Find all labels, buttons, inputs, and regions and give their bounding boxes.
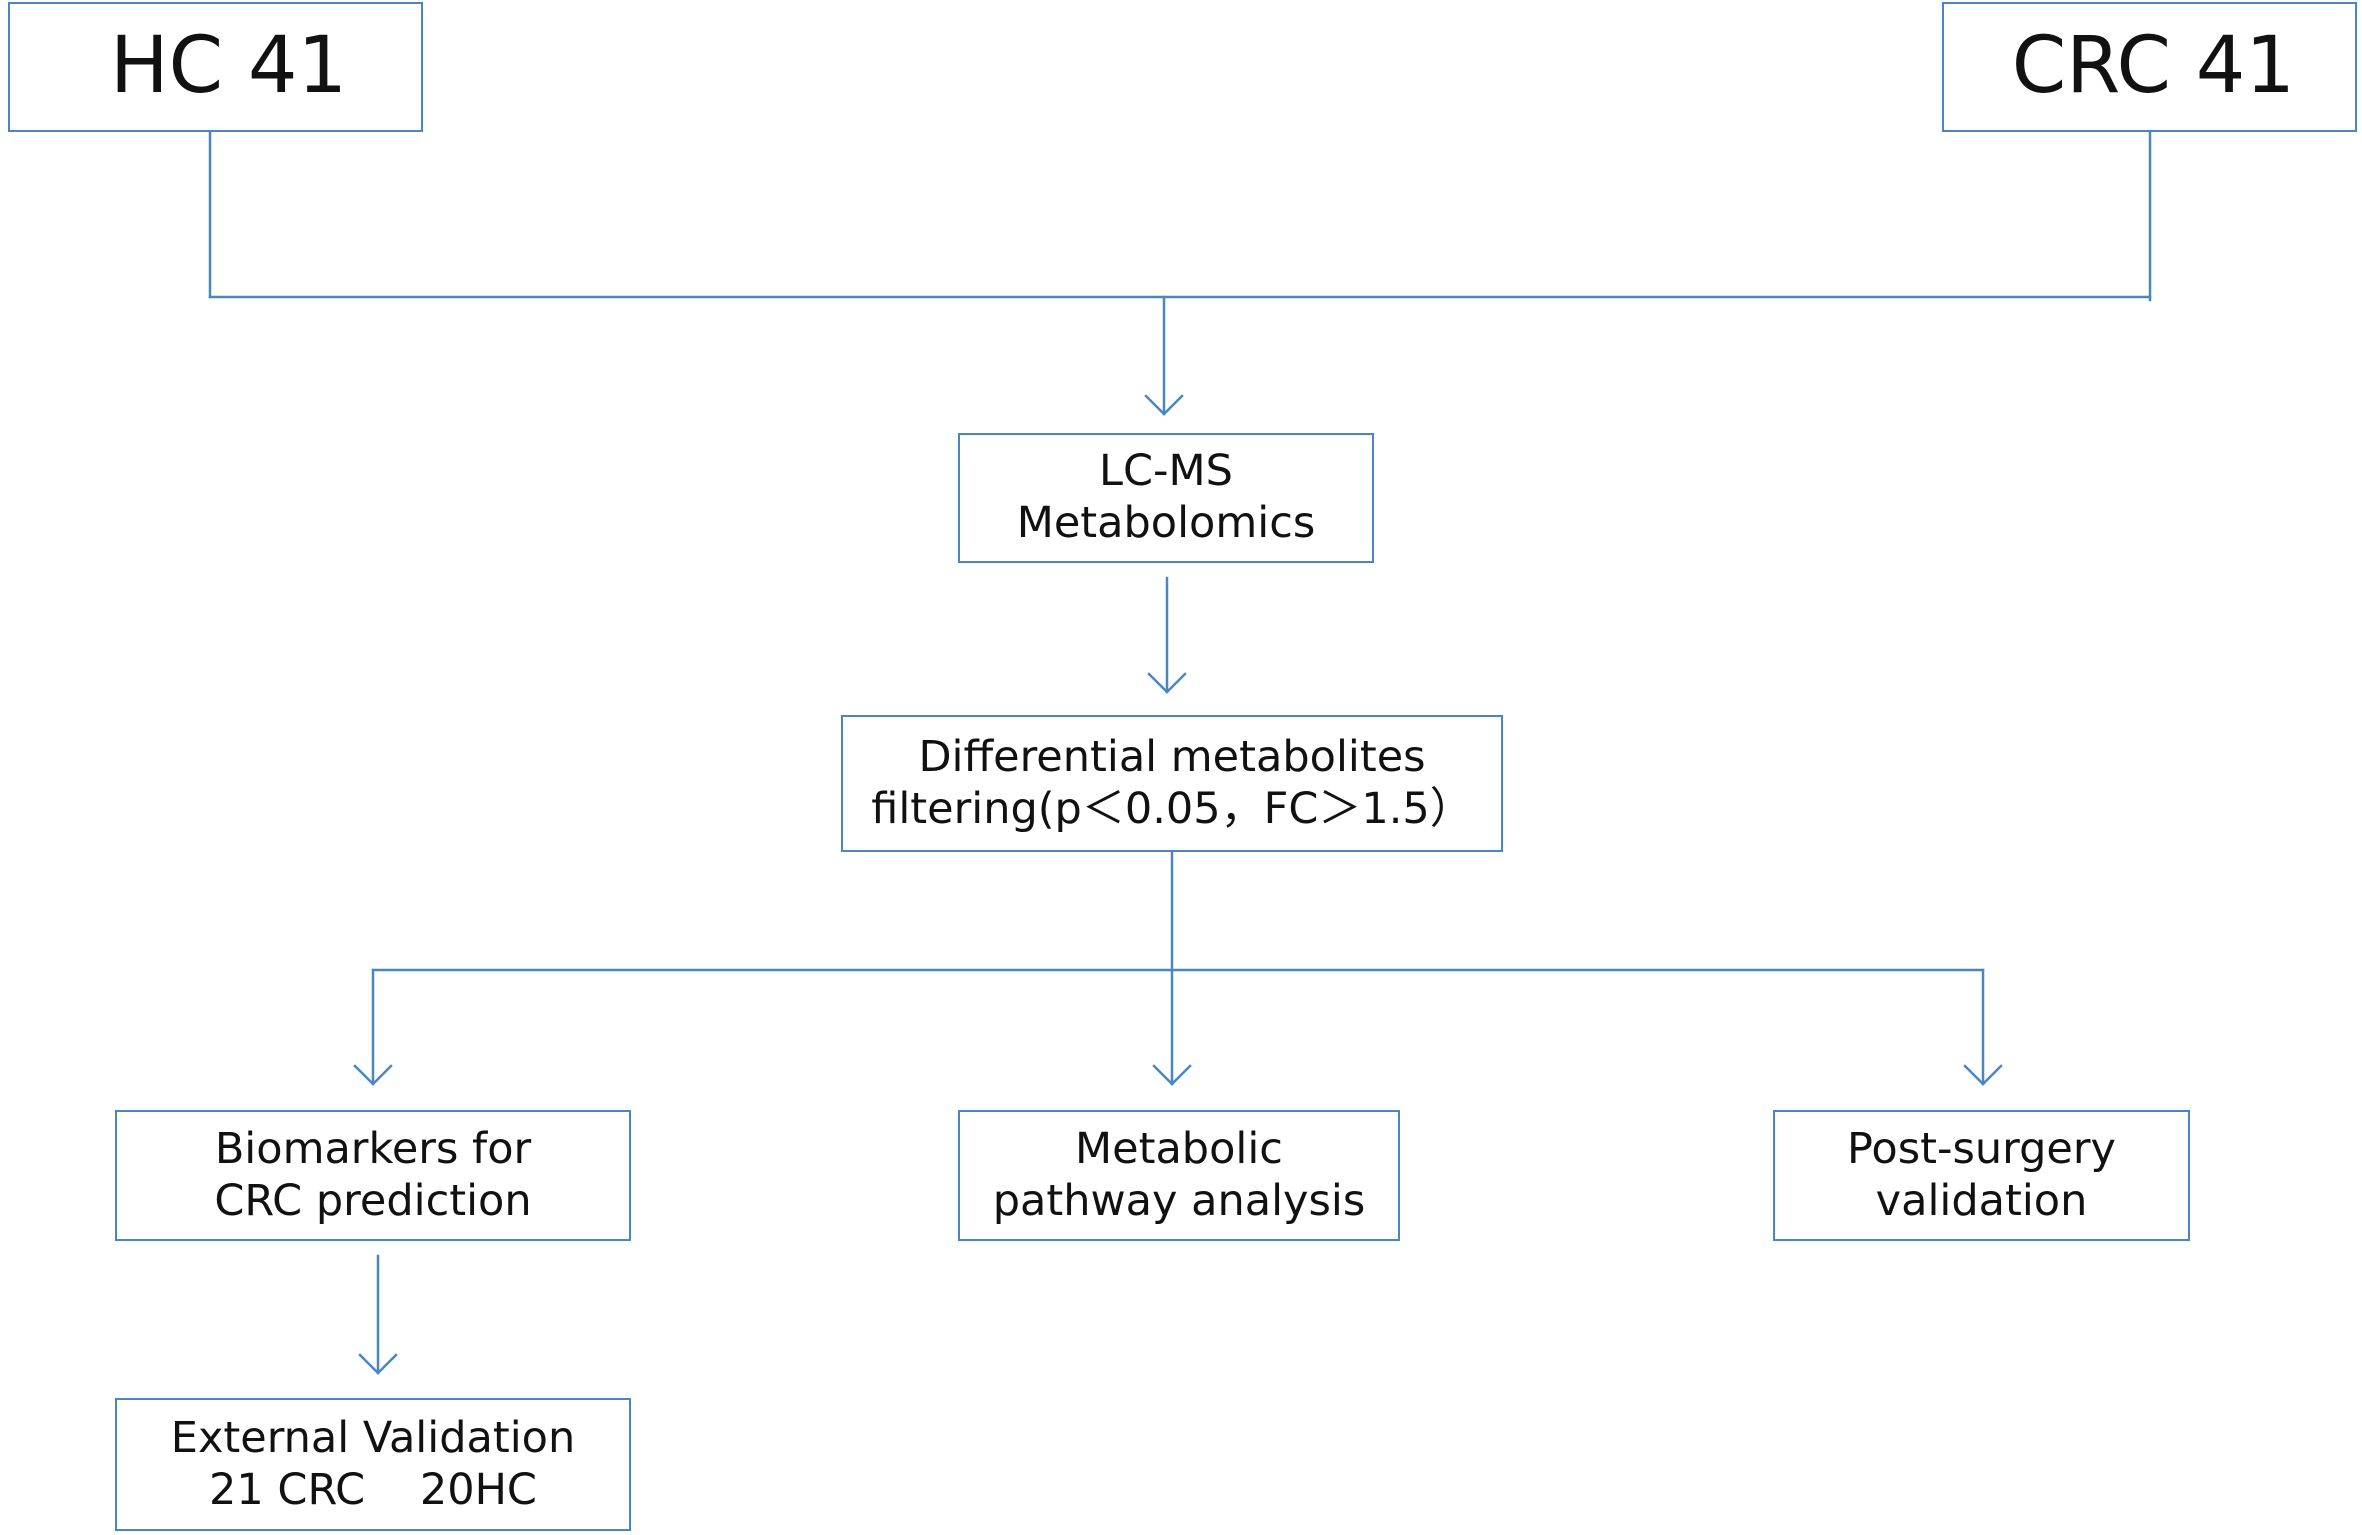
node-hc-line-1: HC 41 <box>110 21 348 112</box>
node-pathway-line-2: pathway analysis <box>992 1175 1366 1226</box>
arrowhead-filter <box>1147 672 1187 694</box>
node-postsurgery: Post-surgery validation <box>1773 1110 2190 1241</box>
arrowhead-postsurgery <box>1963 1064 2003 1086</box>
node-biomarkers-line-1: Biomarkers for <box>214 1123 532 1174</box>
node-lcms-line-1: LC-MS <box>1099 446 1233 497</box>
arrowhead-external <box>358 1353 398 1375</box>
arrowhead-lcms <box>1144 394 1184 416</box>
node-filter-line-1: Differential metabolites <box>918 731 1426 782</box>
node-biomarkers-line-2: CRC prediction <box>214 1175 532 1226</box>
node-crc-line-1: CRC 41 <box>2011 21 2295 112</box>
node-pathway: Metabolic pathway analysis <box>958 1110 1400 1241</box>
arrowhead-biomarkers <box>353 1064 393 1086</box>
node-postsurgery-line-1: Post-surgery <box>1847 1123 2116 1174</box>
node-hc: HC 41 <box>8 2 423 132</box>
node-external-line-1: External Validation <box>170 1412 576 1463</box>
node-crc: CRC 41 <box>1942 2 2357 132</box>
node-external-validation: External Validation 21 CRC 20HC <box>115 1398 631 1531</box>
node-pathway-line-1: Metabolic <box>1075 1123 1283 1174</box>
arrowhead-pathway <box>1152 1064 1192 1086</box>
node-lcms: LC-MS Metabolomics <box>958 433 1374 563</box>
node-biomarkers: Biomarkers for CRC prediction <box>115 1110 631 1241</box>
node-lcms-line-2: Metabolomics <box>1016 498 1316 548</box>
node-filter-line-2: filtering(p＜0.05，FC＞1.5） <box>871 783 1473 834</box>
node-postsurgery-line-2: validation <box>1875 1175 2088 1226</box>
node-filter: Differential metabolites filtering(p＜0.0… <box>841 715 1503 852</box>
node-external-line-2: 21 CRC 20HC <box>209 1464 537 1515</box>
